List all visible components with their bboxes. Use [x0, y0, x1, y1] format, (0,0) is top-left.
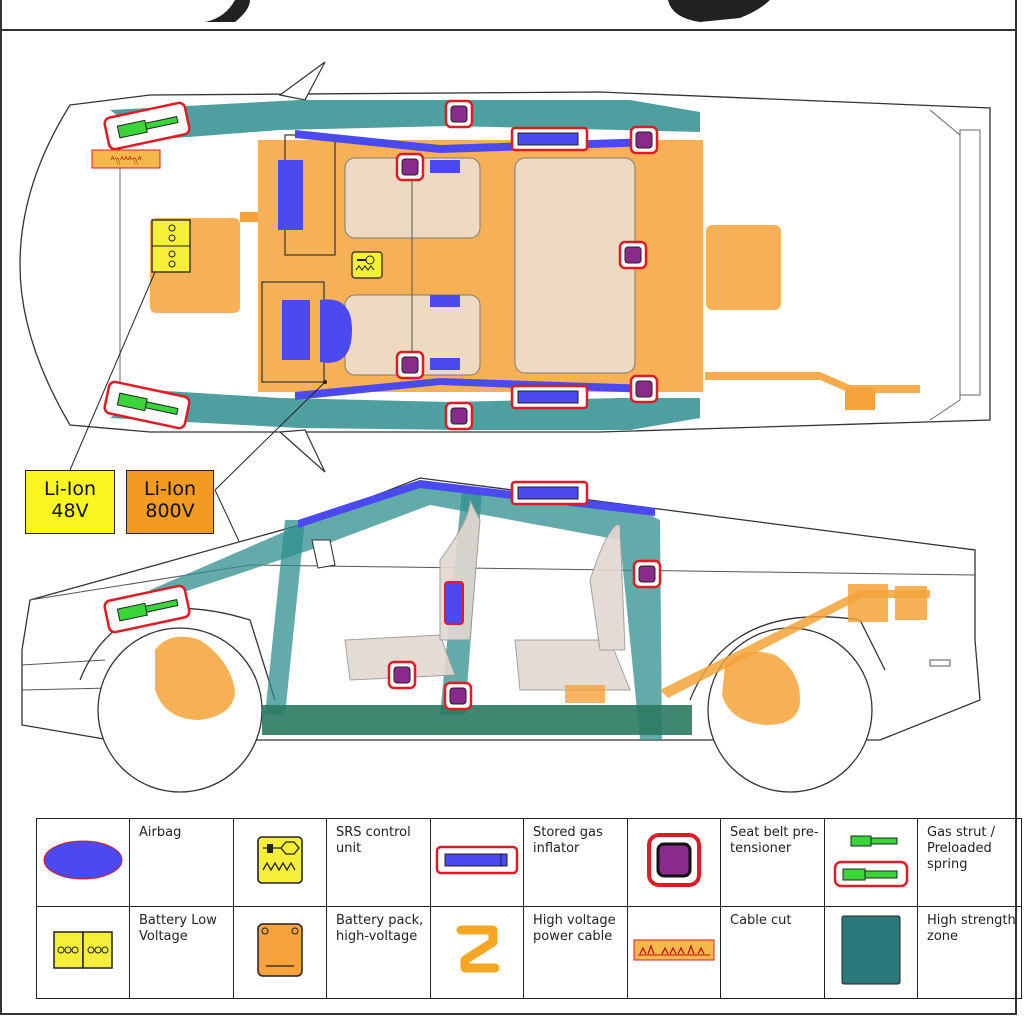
high-voltage-cable-icon	[456, 925, 500, 973]
gas-struts-top	[103, 101, 191, 430]
stored-gas-inflator-icon	[435, 845, 519, 875]
label-48v-text: Li-Ion 48V	[44, 478, 96, 522]
front-motor-side	[155, 636, 235, 720]
legend-battery-high-label: Battery pack, high-voltage	[326, 906, 431, 999]
mirror-right	[278, 429, 326, 473]
high-strength-zone-icon	[841, 915, 901, 985]
gas-strut-side	[103, 584, 191, 634]
srs-control-unit-top	[351, 251, 383, 279]
mirror-left	[278, 61, 326, 101]
tire-fragment-right	[668, 0, 770, 22]
legend-srs-label: SRS control unit	[326, 818, 431, 907]
rear-motor-top	[706, 225, 781, 310]
battery-pack-high-voltage-icon	[257, 923, 303, 977]
legend-gas-strut-label: Gas strut / Preloaded spring	[917, 818, 1022, 907]
srs-control-unit-icon	[257, 836, 303, 884]
curtain-airbag-side	[298, 480, 655, 528]
legend-high-strength-label: High strength zone	[917, 906, 1022, 999]
legend-table: Airbag SRS control unit Stored gas infla…	[36, 818, 1022, 999]
seat-airbag-side	[444, 581, 464, 625]
pretensioners-top	[395, 99, 659, 431]
legend-pretensioner-label: Seat belt pre-tensioner	[720, 818, 825, 907]
side-view	[21, 477, 981, 793]
high-strength-zone-side-roof	[150, 480, 662, 740]
seat-belt-pretensioner-icon	[647, 833, 701, 887]
legend-hv-cable-label: High voltage power cable	[523, 906, 628, 999]
hv-cable-side	[660, 590, 930, 698]
gas-strut-icon	[833, 835, 909, 888]
legend-cable-cut-label: Cable cut	[720, 906, 825, 999]
top-view: ᴬ᭟ᴬᴬᴬ᭟ᴬ	[19, 61, 991, 727]
rear-unit-top	[845, 388, 875, 410]
svg-text:ᴬ᭟ᴬᴬᴬ᭟ᴬ: ᴬ᭟ᴬᴬᴬ᭟ᴬ	[111, 156, 142, 166]
curtain-airbag-right	[295, 378, 650, 400]
airbag-icon	[43, 840, 123, 880]
battery-low-voltage-top	[151, 219, 191, 273]
label-li-ion-800v: Li-Ion 800V	[126, 470, 214, 534]
high-strength-zone-top-rail	[110, 100, 700, 140]
label-800v-text: Li-Ion 800V	[144, 478, 196, 522]
label-li-ion-48v: Li-Ion 48V	[25, 470, 115, 534]
cable-cut-marker	[91, 149, 161, 169]
pretensioners-side	[387, 559, 662, 711]
airbag-dash-lower	[282, 300, 310, 360]
airbag-dash-upper	[278, 160, 303, 230]
legend-inflator-label: Stored gas inflator	[523, 818, 628, 907]
battery-low-voltage-icon	[53, 931, 113, 969]
cable-cut-icon	[633, 939, 715, 961]
tire-fragment-left	[205, 0, 250, 22]
hv-cable-top	[705, 372, 920, 393]
legend-airbag-icon-cell	[36, 818, 130, 907]
high-strength-zone-sill	[262, 705, 692, 735]
rear-motor-side	[722, 651, 800, 725]
airbag-steering	[320, 299, 352, 363]
legend-airbag-label: Airbag	[129, 818, 234, 907]
legend-battery-low-label: Battery Low Voltage	[129, 906, 234, 999]
